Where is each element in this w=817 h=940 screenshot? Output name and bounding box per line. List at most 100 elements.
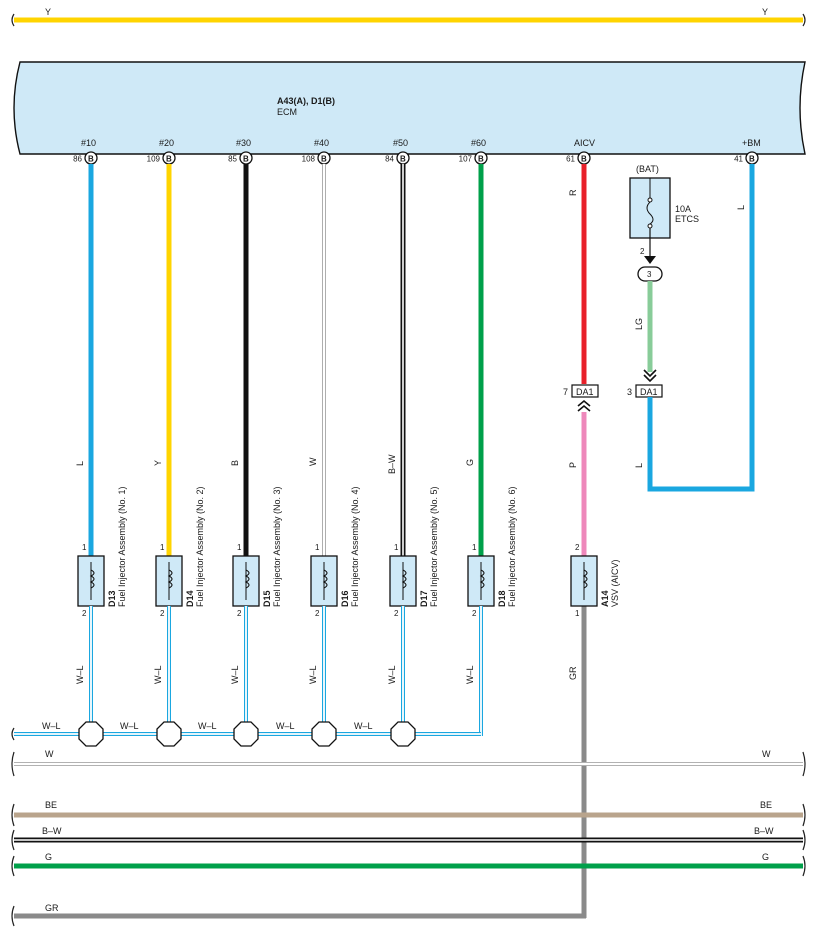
injector-coil-icon bbox=[479, 569, 485, 589]
wl-label-6: W–L bbox=[465, 665, 475, 684]
wl-bus: W–L W–L W–L W–L W–L bbox=[11, 721, 481, 747]
ecm-pin-signal: #20 bbox=[159, 138, 174, 148]
be-bus-right-label: BE bbox=[760, 800, 772, 810]
injector-coil-icon bbox=[401, 569, 407, 589]
injector-name: Fuel Injector Assembly (No. 1) bbox=[117, 486, 127, 607]
ecm-pin-signal: #60 bbox=[471, 138, 486, 148]
ecm-pin-number: 109 bbox=[147, 155, 161, 164]
injector-code: D16 bbox=[340, 590, 350, 607]
ecm-pin-3: #30B 85 bbox=[228, 138, 253, 165]
wire-label-3: B bbox=[230, 460, 240, 466]
w-bus-left-label: W bbox=[45, 749, 54, 759]
injector-name: Fuel Injector Assembly (No. 6) bbox=[507, 486, 517, 607]
injector-pin-out: 2 bbox=[472, 609, 477, 618]
be-bus-left-label: BE bbox=[45, 800, 57, 810]
ecm-pin-connector: B bbox=[749, 155, 755, 164]
ecm-pin-number: 108 bbox=[302, 155, 316, 164]
vsv-pin-in: 2 bbox=[575, 543, 580, 552]
ecm-pin-number: 86 bbox=[73, 155, 82, 164]
fuse-junction-label: DA1 bbox=[640, 387, 658, 397]
injector-pin-out: 2 bbox=[237, 609, 242, 618]
fuse-source: (BAT) bbox=[636, 164, 659, 174]
wl-label-1: W–L bbox=[75, 665, 85, 684]
ecm-pin-number: 84 bbox=[385, 155, 394, 164]
ecm-connector-label: A43(A), D1(B) bbox=[277, 96, 335, 106]
top-wire-left-label: Y bbox=[45, 7, 51, 17]
ecm-pin-connector: B bbox=[243, 155, 249, 164]
ecm-pin-signal: #50 bbox=[393, 138, 408, 148]
ecm-pin-signal: #40 bbox=[314, 138, 329, 148]
injector-pin-out: 2 bbox=[82, 609, 87, 618]
injector-pin-out: 2 bbox=[315, 609, 320, 618]
fuse-pin: 2 bbox=[640, 247, 645, 256]
bw-bus-right-label: B–W bbox=[754, 826, 774, 836]
fuse-junction-pin: 3 bbox=[627, 387, 632, 397]
top-y-wire: Y Y bbox=[11, 7, 806, 27]
wl-bus-label-5: W–L bbox=[354, 721, 373, 731]
fuse-rating: 10A bbox=[675, 204, 691, 214]
injector-coil-icon bbox=[322, 569, 328, 589]
wl-label-4: W–L bbox=[308, 665, 318, 684]
vsv-code: A14 bbox=[600, 590, 610, 607]
injector-pin-out: 2 bbox=[160, 609, 165, 618]
ecm-pin-signal: AICV bbox=[574, 138, 595, 148]
aicv-wire-label-gr: GR bbox=[568, 666, 578, 680]
injector-name: Fuel Injector Assembly (No. 4) bbox=[350, 486, 360, 607]
fuse-wire-label: LG bbox=[634, 318, 644, 330]
injector-code: D18 bbox=[497, 590, 507, 607]
injector-code: D14 bbox=[185, 590, 195, 607]
bm-wire-label: L bbox=[736, 205, 746, 210]
wire-label-4: W bbox=[308, 457, 318, 466]
top-wire-right-label: Y bbox=[762, 7, 768, 17]
wl-label-2: W–L bbox=[153, 665, 163, 684]
fuse-splice: 3 bbox=[647, 270, 652, 279]
ecm-pin-number: 61 bbox=[566, 155, 575, 164]
aicv-wire-label-r: R bbox=[568, 189, 578, 196]
ecm-box: A43(A), D1(B) ECM bbox=[13, 61, 806, 155]
injector-pin-in: 1 bbox=[82, 543, 87, 552]
wl-drop-wires: W–L W–L W–L W–L W–L W–L bbox=[75, 606, 483, 736]
injector-name: Fuel Injector Assembly (No. 3) bbox=[272, 486, 282, 607]
ecm-pin-connector: B bbox=[581, 155, 587, 164]
injector-name: Fuel Injector Assembly (No. 5) bbox=[429, 486, 439, 607]
injector-pin-in: 1 bbox=[472, 543, 477, 552]
ecm-pin-signal: #10 bbox=[81, 138, 96, 148]
injector-pin-in: 1 bbox=[160, 543, 165, 552]
injector-coil-icon bbox=[89, 569, 95, 589]
ecm-pin-number: 107 bbox=[459, 155, 473, 164]
injector-pin-in: 1 bbox=[315, 543, 320, 552]
wire-label-6: G bbox=[465, 459, 475, 466]
lower-buses: W W BE BE B–W B–W G G GR bbox=[11, 749, 806, 927]
injector-code: D15 bbox=[262, 590, 272, 607]
bw-bus-left-label: B–W bbox=[42, 826, 62, 836]
fuse-circuit: (BAT) 10A ETCS 2 3 LG DA1 3 L L bbox=[627, 164, 755, 492]
aicv-junction-label: DA1 bbox=[576, 387, 594, 397]
wl-bus-label-1: W–L bbox=[42, 721, 61, 731]
wl-bus-label-3: W–L bbox=[198, 721, 217, 731]
injector-wire-labels: L Y B W B–W G bbox=[75, 454, 475, 474]
wl-bus-label-4: W–L bbox=[276, 721, 295, 731]
injector-pin-in: 1 bbox=[237, 543, 242, 552]
injector-coil-icon bbox=[244, 569, 250, 589]
ecm-pin-number: 41 bbox=[734, 155, 743, 164]
ecm-pin-signal: #30 bbox=[236, 138, 251, 148]
injector-pin-in: 1 bbox=[394, 543, 399, 552]
ecm-pin-connector: B bbox=[400, 155, 406, 164]
aicv-circuit: R DA1 7 P GR bbox=[563, 164, 599, 918]
injector-wires bbox=[88, 164, 484, 556]
vsv-name: VSV (AICV) bbox=[610, 559, 620, 607]
wire-label-1: L bbox=[75, 461, 85, 466]
injector-pin-out: 2 bbox=[394, 609, 399, 618]
ecm-pin-number: 85 bbox=[228, 155, 237, 164]
ecm-pin-connector: B bbox=[478, 155, 484, 164]
injector-code: D13 bbox=[107, 590, 117, 607]
wire-label-5: B–W bbox=[387, 454, 397, 474]
